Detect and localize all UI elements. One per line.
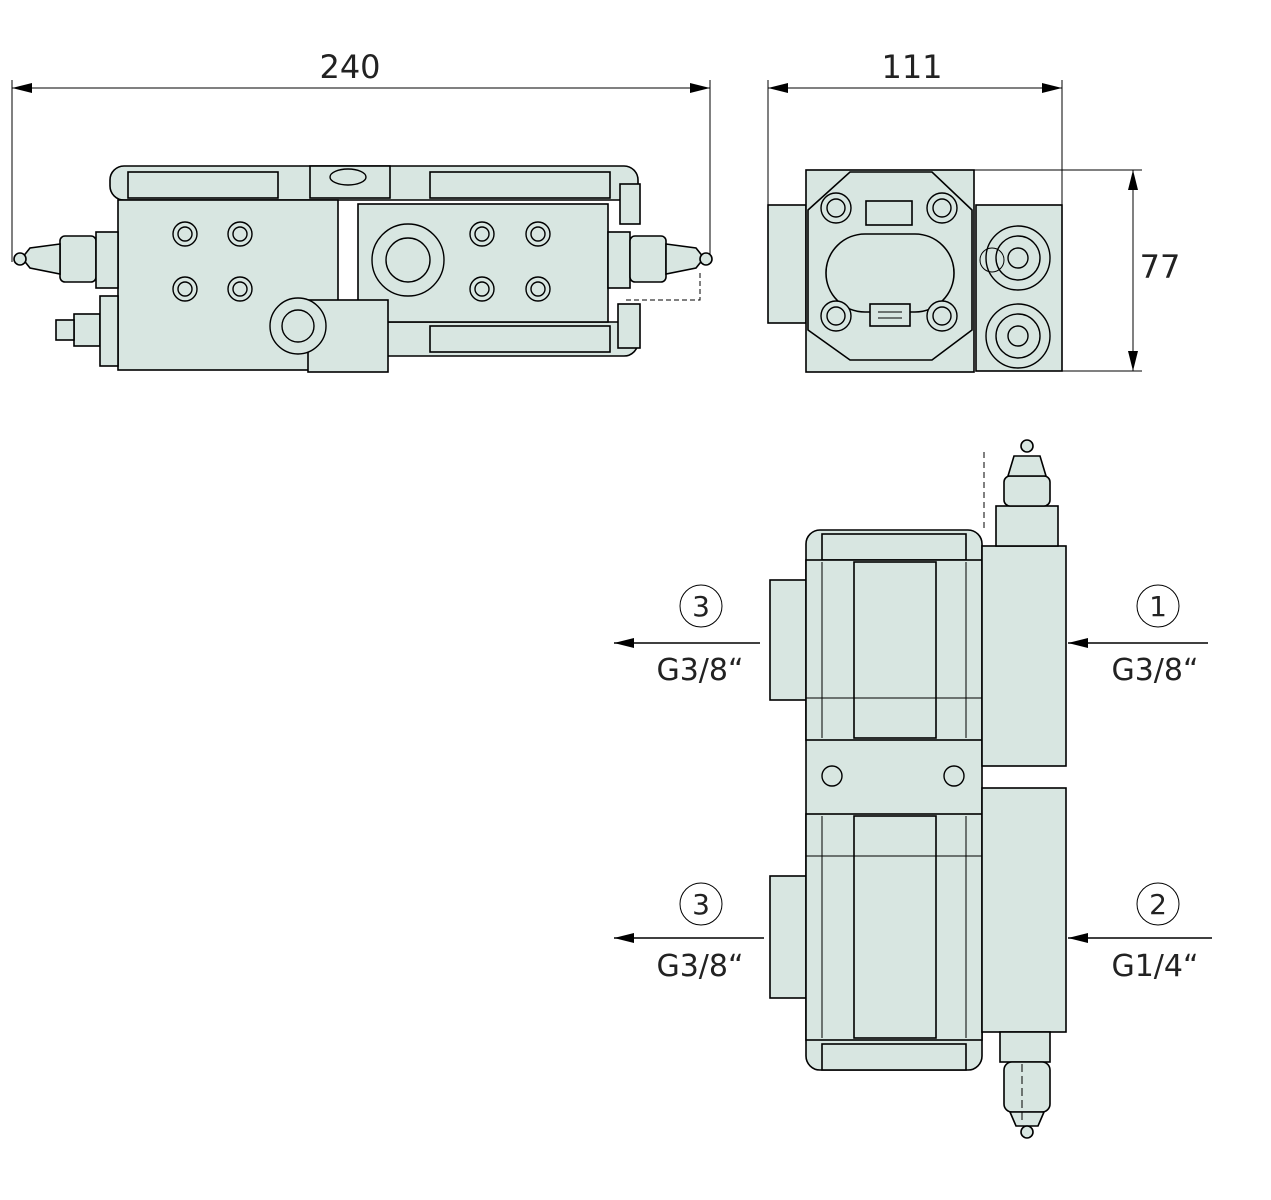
port-number: 1 [1149, 590, 1167, 623]
top-view [769, 439, 1067, 1139]
dimension-height: 77 [960, 169, 1181, 372]
port-number-circle [679, 882, 723, 926]
dimension-width: 111 [767, 48, 1063, 205]
port-thread: G3/8“ [656, 653, 743, 688]
port-number-circle [1136, 584, 1180, 628]
dimension-width-label: 111 [881, 48, 942, 86]
port-number: 2 [1149, 888, 1167, 921]
port-thread: G3/8“ [656, 949, 743, 984]
side-view [767, 169, 1063, 373]
port-thread: G1/4“ [1111, 949, 1198, 984]
dimension-length: 240 [11, 48, 711, 262]
port-callout-3-lower: 3 G3/8“ [614, 882, 764, 984]
dimension-height-label: 77 [1140, 248, 1181, 286]
port-callout-2: 2 G1/4“ [1068, 882, 1212, 984]
port-thread: G3/8“ [1111, 653, 1198, 688]
front-view [13, 165, 713, 373]
port-number: 3 [692, 888, 710, 921]
port-number: 3 [692, 590, 710, 623]
port-callout-1: 1 G3/8“ [1068, 584, 1208, 688]
port-callout-3-upper: 3 G3/8“ [614, 584, 760, 688]
port-number-circle [1136, 882, 1180, 926]
dimension-length-label: 240 [319, 48, 380, 86]
port-number-circle [679, 584, 723, 628]
